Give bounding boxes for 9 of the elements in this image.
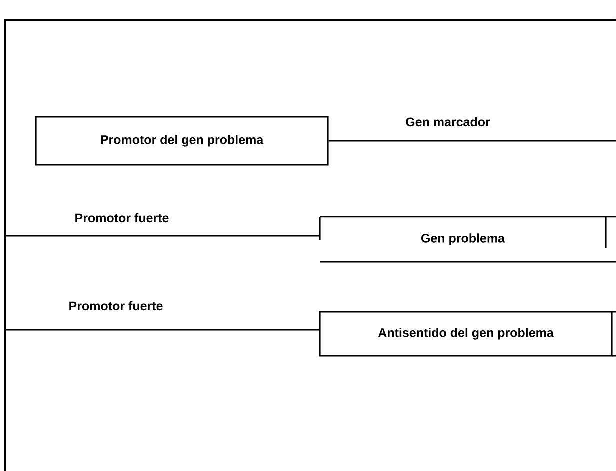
gene-line	[328, 140, 616, 142]
gene-line	[5, 329, 320, 331]
edge-label: Promotor fuerte	[76, 213, 169, 223]
gene-box: Antisentido del gen problema	[319, 311, 616, 357]
edge-label: Promotor fuerte	[70, 301, 163, 311]
gene-box: Promotor del gen problema	[35, 116, 329, 166]
edge-label: Gen marcador	[406, 117, 490, 127]
gene-line	[5, 235, 320, 237]
gene-box: Gen problema	[319, 216, 616, 263]
